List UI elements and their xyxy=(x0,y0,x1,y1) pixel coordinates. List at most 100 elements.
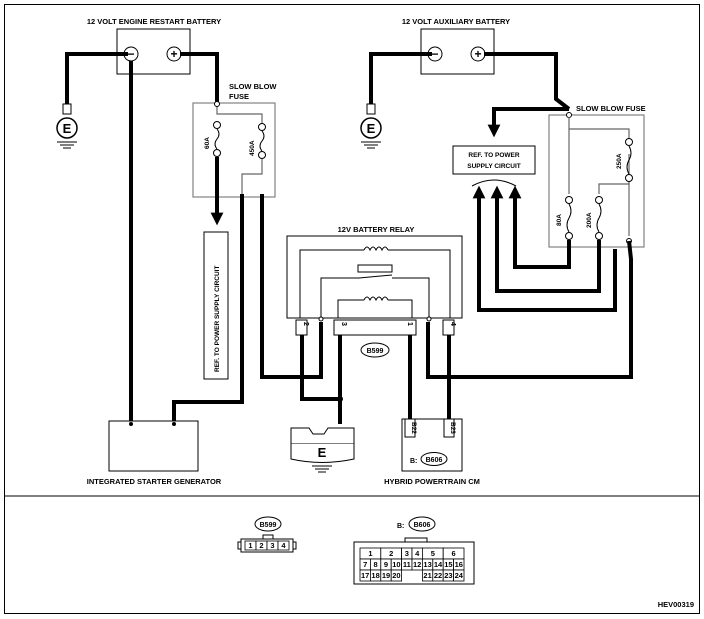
wire-fuse-to-isg xyxy=(172,194,244,424)
fuse-left-label-1: SLOW BLOW xyxy=(229,82,277,91)
aux-plus-sign: + xyxy=(474,47,481,61)
wire-aux-neg-ground xyxy=(369,52,432,104)
b599-pin-4-cell xyxy=(277,540,290,551)
fuse-right-box xyxy=(548,114,645,248)
plus-sign: + xyxy=(170,47,177,61)
b606-view-prefix: B: xyxy=(397,523,404,530)
wiring-diagram-svg: 12 VOLT ENGINE RESTART BATTERY − + E SLO… xyxy=(4,4,700,614)
isg-label: INTEGRATED STARTER GENERATOR xyxy=(87,477,222,486)
b606-pin-16: 16 xyxy=(455,560,463,569)
wire-80a-arrow xyxy=(508,185,571,269)
fuse-60a: 60A xyxy=(204,137,211,149)
b606-pin-18: 18 xyxy=(371,571,379,580)
outer-border xyxy=(4,4,700,614)
fuse-250a: 250A xyxy=(616,153,623,169)
b606-pin-1: 1 xyxy=(368,549,372,558)
wire-fuse-to-relay-pin3 xyxy=(260,194,323,379)
cm-connector-prefix: B: xyxy=(410,458,417,465)
relay-pin-2: 2 xyxy=(302,322,309,326)
b599-pin-3: 3 xyxy=(270,541,274,550)
auxiliary-battery: 12 VOLT AUXILIARY BATTERY − + xyxy=(402,17,510,75)
b606-pin-8: 8 xyxy=(374,560,378,569)
b606-pin-12: 12 xyxy=(413,560,421,569)
wire-200a-arrow xyxy=(490,185,601,293)
arrow-to-ref-right xyxy=(487,107,569,138)
relay-pin-4: 4 xyxy=(449,322,456,326)
b606-pin-23: 23 xyxy=(444,571,452,580)
isg-box xyxy=(108,420,199,472)
b606-pin-9: 9 xyxy=(384,560,388,569)
minus-sign: − xyxy=(127,47,134,61)
b606-pin-6: 6 xyxy=(452,549,456,558)
slow-blow-fuse-right: SLOW BLOW FUSE 80A 200A 250A xyxy=(548,104,646,248)
relay-connector-b599: B599 xyxy=(367,348,384,355)
cm-pin-b23: B23 xyxy=(449,422,456,434)
ref-power-right-text-2: SUPPLY CIRCUIT xyxy=(467,163,520,170)
b606-pin-4: 4 xyxy=(415,549,420,558)
wire-aux-pos-fuse xyxy=(484,52,571,111)
fuse-450a: 450A xyxy=(249,140,256,156)
b606-pin-2: 2 xyxy=(389,549,393,558)
b606-pin-17: 17 xyxy=(361,571,369,580)
b606-pin-21: 21 xyxy=(423,571,431,580)
b599-view-label: B599 xyxy=(260,522,277,529)
b606-pin-15: 15 xyxy=(444,560,452,569)
battery-relay: 12V BATTERY RELAY 2 3 1 4 B599 xyxy=(286,225,463,358)
relay-pin-1: 1 xyxy=(406,322,413,326)
b606-pin-7: 7 xyxy=(363,560,367,569)
fuse-200a: 200A xyxy=(586,212,593,228)
cm-pin-b22: B22 xyxy=(410,422,417,434)
ref-power-box-vertical: REF. TO POWER SUPPLY CIRCUIT xyxy=(203,231,229,380)
ref-power-right-text-1: REF. TO POWER xyxy=(468,152,519,159)
slow-blow-fuse-left: SLOW BLOW FUSE 60A 450A xyxy=(192,82,277,198)
ref-power-vertical-text: REF. TO POWER SUPPLY CIRCUIT xyxy=(214,266,221,372)
b599-pin-2: 2 xyxy=(259,541,263,550)
b606-pin-13: 13 xyxy=(423,560,431,569)
b606-pin-22: 22 xyxy=(434,571,442,580)
cm-connector-b606: B606 xyxy=(426,457,443,464)
engine-restart-battery: 12 VOLT ENGINE RESTART BATTERY − + xyxy=(87,17,221,75)
fuse-left-label-2: FUSE xyxy=(229,92,249,101)
integrated-starter-generator: INTEGRATED STARTER GENERATOR xyxy=(87,420,222,486)
wiring-diagram-frame: 12 VOLT ENGINE RESTART BATTERY − + E SLO… xyxy=(4,4,700,614)
fuse-80a: 80A xyxy=(556,214,563,226)
ref-power-box-right: REF. TO POWER SUPPLY CIRCUIT xyxy=(452,145,536,187)
b606-view-label: B606 xyxy=(414,522,431,529)
wire-engine-pos-fuse xyxy=(180,52,219,104)
b606-pin-10: 10 xyxy=(392,560,400,569)
b606-pin-24-cell xyxy=(453,569,465,582)
b599-pin-4: 4 xyxy=(281,541,286,550)
aux-minus-sign: − xyxy=(431,47,438,61)
aux-battery-label: 12 VOLT AUXILIARY BATTERY xyxy=(402,17,510,26)
b606-pin-20: 20 xyxy=(392,571,400,580)
ground-label-bottom: E xyxy=(318,445,327,460)
ground-symbol-bottom: E xyxy=(290,427,355,473)
wire-relay-pin2-ground xyxy=(300,335,340,401)
ground-label: E xyxy=(63,121,72,136)
fuse-left-box xyxy=(192,102,276,198)
wire-fuse-arrow xyxy=(472,185,617,312)
hybrid-powertrain-cm: B22 B23 B: B606 HYBRID POWERTRAIN CM xyxy=(384,418,480,486)
relay-label: 12V BATTERY RELAY xyxy=(338,225,415,234)
figure-code: HEV00319 xyxy=(658,600,694,609)
cm-label: HYBRID POWERTRAIN CM xyxy=(384,477,480,486)
fuse-right-label: SLOW BLOW FUSE xyxy=(576,104,646,113)
b606-pin-3: 3 xyxy=(405,549,409,558)
b606-pin-19: 19 xyxy=(382,571,390,580)
engine-battery-label: 12 VOLT ENGINE RESTART BATTERY xyxy=(87,17,221,26)
ground-label-right: E xyxy=(367,121,376,136)
wire-engine-neg-ground xyxy=(65,52,128,104)
b606-pin-24: 24 xyxy=(455,571,464,580)
ground-symbol-right: E xyxy=(360,103,382,149)
b599-pin-1: 1 xyxy=(248,541,252,550)
b606-pin-11: 11 xyxy=(403,560,411,569)
ground-symbol-left: E xyxy=(56,103,78,149)
b606-pin-5: 5 xyxy=(431,549,435,558)
wire-fuse-to-relay-pin1 xyxy=(426,240,633,379)
b606-pin-14: 14 xyxy=(434,560,443,569)
relay-pin-3: 3 xyxy=(340,322,347,326)
